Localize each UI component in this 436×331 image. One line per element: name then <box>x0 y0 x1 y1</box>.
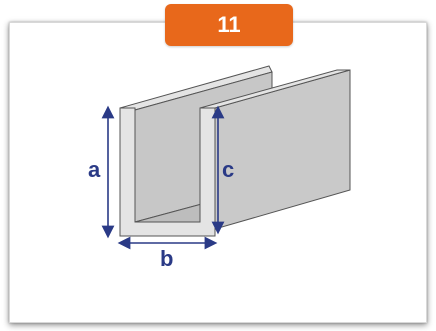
dimension-b-label: b <box>160 246 173 271</box>
figure-number-badge: 11 <box>165 4 293 46</box>
u-profile-section <box>119 107 216 237</box>
dimension-c-label: c <box>222 157 234 182</box>
dimension-a-label: a <box>88 157 101 182</box>
